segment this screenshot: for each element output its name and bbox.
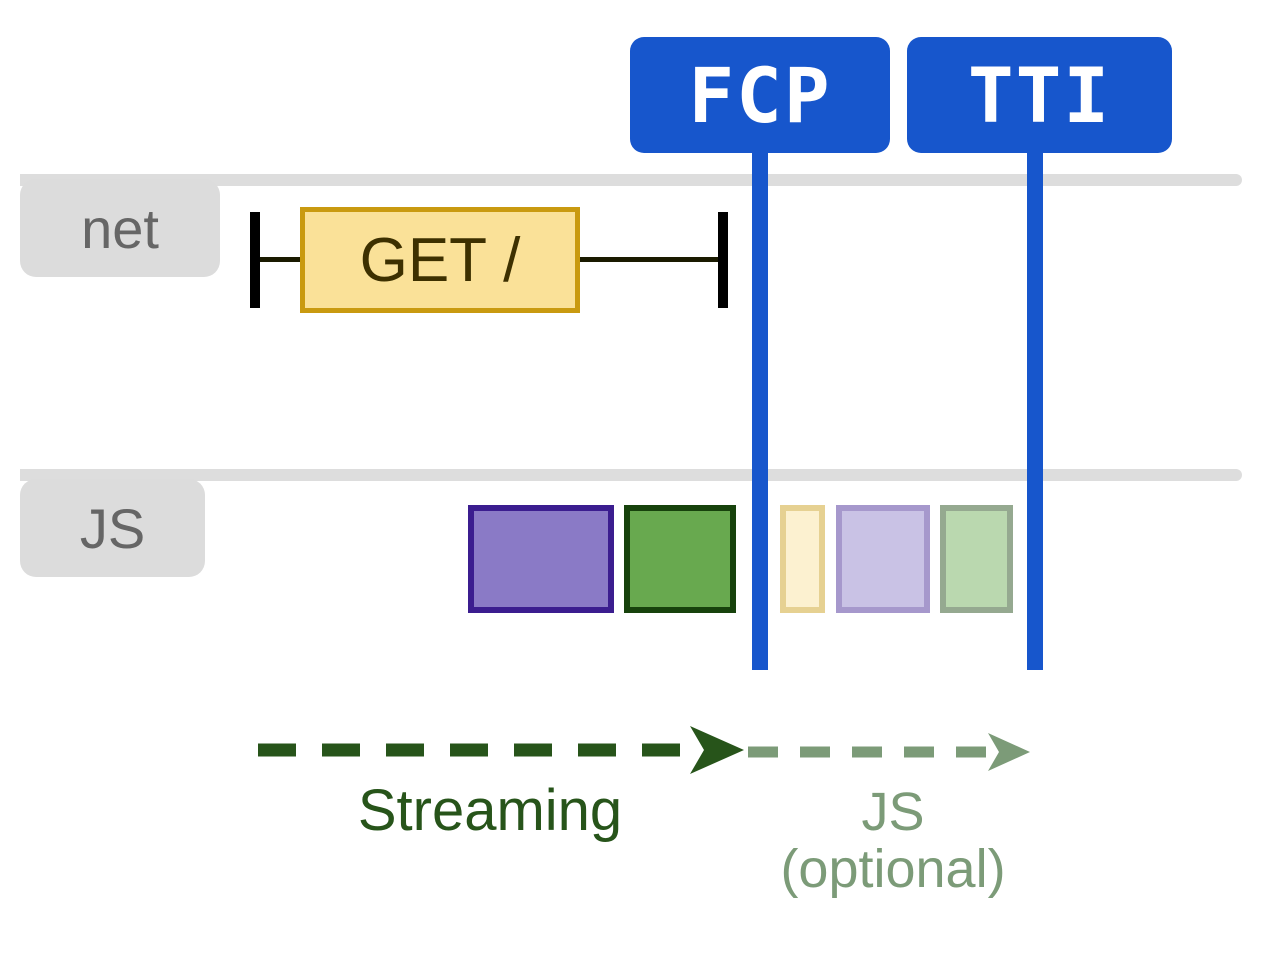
request-connector-right (575, 257, 723, 262)
streaming-phase-label: Streaming (357, 778, 623, 843)
tti-marker-label: TTI (967, 50, 1112, 140)
lane-label-net-text: net (81, 196, 159, 260)
fcp-marker-label: FCP (688, 50, 832, 140)
fcp-marker-line (752, 110, 768, 670)
lane-label-js-text: JS (79, 496, 146, 560)
tti-marker-badge[interactable]: TTI (907, 37, 1172, 153)
request-connector-left (255, 257, 305, 262)
tti-marker-line (1027, 110, 1043, 670)
lane-rule-net (20, 174, 1242, 186)
streaming-arrow-head (690, 726, 744, 774)
request-label: GET / (359, 225, 521, 295)
js-task-green-solid[interactable] (624, 505, 736, 613)
js-task-green-faded[interactable] (940, 505, 1013, 613)
js-task-purple-solid[interactable] (468, 505, 614, 613)
js-optional-arrow-head (988, 733, 1030, 771)
js-task-yellow-faded[interactable] (780, 505, 825, 613)
request-box-get-root[interactable]: GET / (300, 207, 580, 313)
lane-label-net: net (20, 179, 220, 277)
request-end-tick (718, 212, 728, 308)
lane-rule-js (20, 469, 1242, 481)
js-optional-phase-label: JS (optional) (780, 782, 1006, 900)
fcp-marker-badge[interactable]: FCP (630, 37, 890, 153)
request-start-tick (250, 212, 260, 308)
js-task-purple-faded[interactable] (836, 505, 930, 613)
lane-label-js: JS (20, 479, 205, 577)
